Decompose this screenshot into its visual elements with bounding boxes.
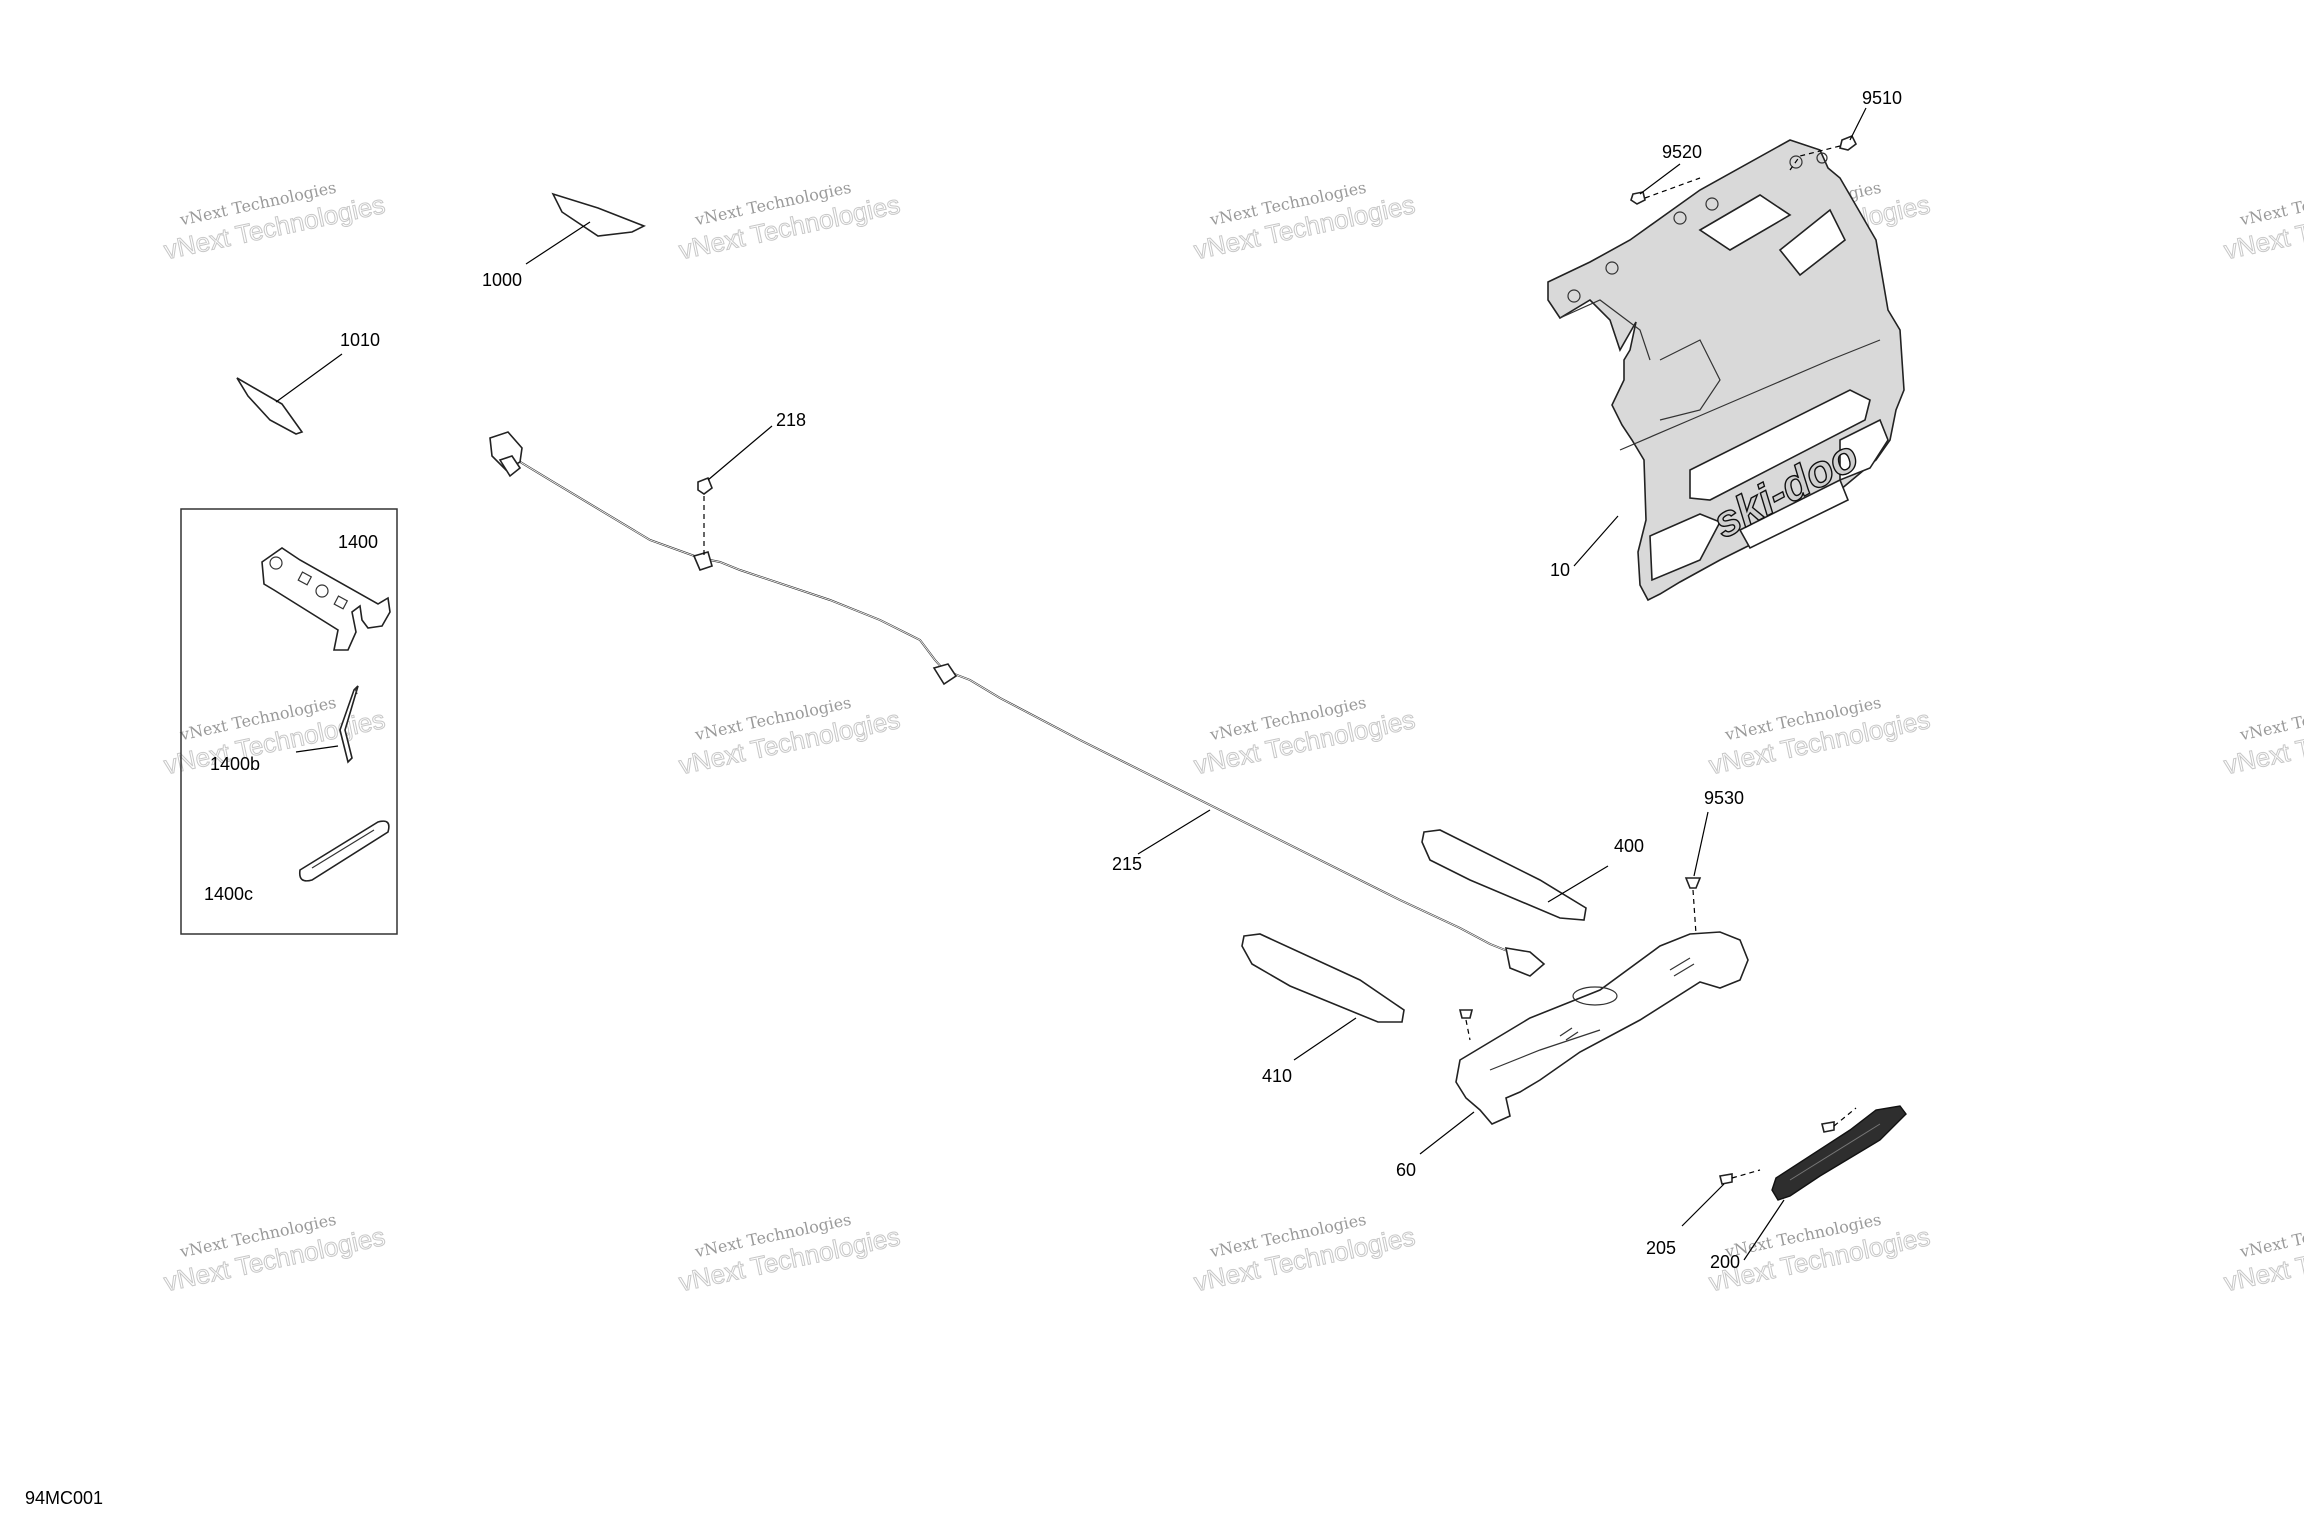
decal-1010-part[interactable] [236, 377, 304, 435]
callout-1400c: 1400c [204, 884, 253, 904]
callout-410: 410 [1262, 1066, 1292, 1086]
clip-218-part[interactable] [697, 476, 713, 495]
callout-218: 218 [776, 410, 806, 430]
dash-60-left [1465, 1019, 1471, 1041]
dash-205-lower [1731, 1169, 1761, 1179]
headlight-housing-part[interactable] [1455, 931, 1749, 1125]
callout-215: 215 [1112, 854, 1142, 874]
strap-part[interactable] [298, 820, 390, 882]
hex-key-part[interactable] [339, 685, 359, 764]
callout-9530: 9530 [1704, 788, 1744, 808]
wrench-part[interactable] [261, 547, 391, 651]
lens-400-part[interactable] [1421, 829, 1587, 921]
screw-60-left-part[interactable] [1458, 1009, 1474, 1019]
callout-labels: 9510 9520 1000 1010 218 10 1400 1400b 14… [204, 88, 1902, 1272]
wiring-harness-part[interactable] [489, 431, 1546, 977]
decal-1000-part[interactable] [551, 192, 646, 237]
callout-1400b: 1400b [210, 754, 260, 774]
callout-400: 400 [1614, 836, 1644, 856]
screw-9530-part[interactable] [1684, 877, 1702, 889]
dash-9520 [1644, 177, 1701, 199]
dash-9530 [1692, 889, 1697, 935]
callout-10: 10 [1550, 560, 1570, 580]
figure-code: 94MC001 [25, 1488, 103, 1508]
nut-9510-part[interactable] [1839, 134, 1858, 151]
callout-205: 205 [1646, 1238, 1676, 1258]
dash-9510 [1789, 145, 1841, 171]
callout-60: 60 [1396, 1160, 1416, 1180]
lens-410-part[interactable] [1241, 933, 1405, 1023]
tool-kit-frame [180, 508, 398, 935]
callout-200: 200 [1710, 1252, 1740, 1272]
led-light-part[interactable] [1771, 1105, 1907, 1201]
callout-1400: 1400 [338, 532, 378, 552]
callout-1010: 1010 [340, 330, 380, 350]
dash-205-upper [1833, 1107, 1857, 1127]
screw-205-lower-part[interactable] [1719, 1173, 1733, 1185]
screw-205-upper-part[interactable] [1821, 1121, 1835, 1133]
hood-panel-part[interactable]: ski-doo [1547, 139, 1905, 602]
callout-9510: 9510 [1862, 88, 1902, 108]
callout-9520: 9520 [1662, 142, 1702, 162]
callout-1000: 1000 [482, 270, 522, 290]
leader-lines [275, 107, 1867, 1261]
nut-9520-part[interactable] [1630, 191, 1646, 205]
